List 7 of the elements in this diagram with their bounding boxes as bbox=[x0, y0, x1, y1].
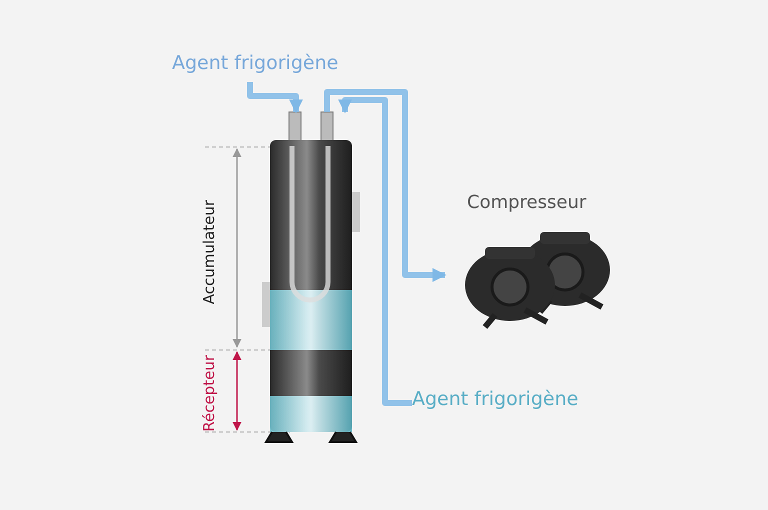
compressor-heading: Compresseur bbox=[467, 192, 586, 213]
flow-label: Agent frigorigène bbox=[172, 52, 338, 74]
flow-label: Agent frigorigène bbox=[412, 388, 578, 410]
dimension-label: Récepteur bbox=[200, 355, 218, 432]
dimension-label: Accumulateur bbox=[200, 200, 218, 304]
flow-arrow bbox=[324, 89, 446, 282]
flow-arrow bbox=[247, 82, 303, 114]
